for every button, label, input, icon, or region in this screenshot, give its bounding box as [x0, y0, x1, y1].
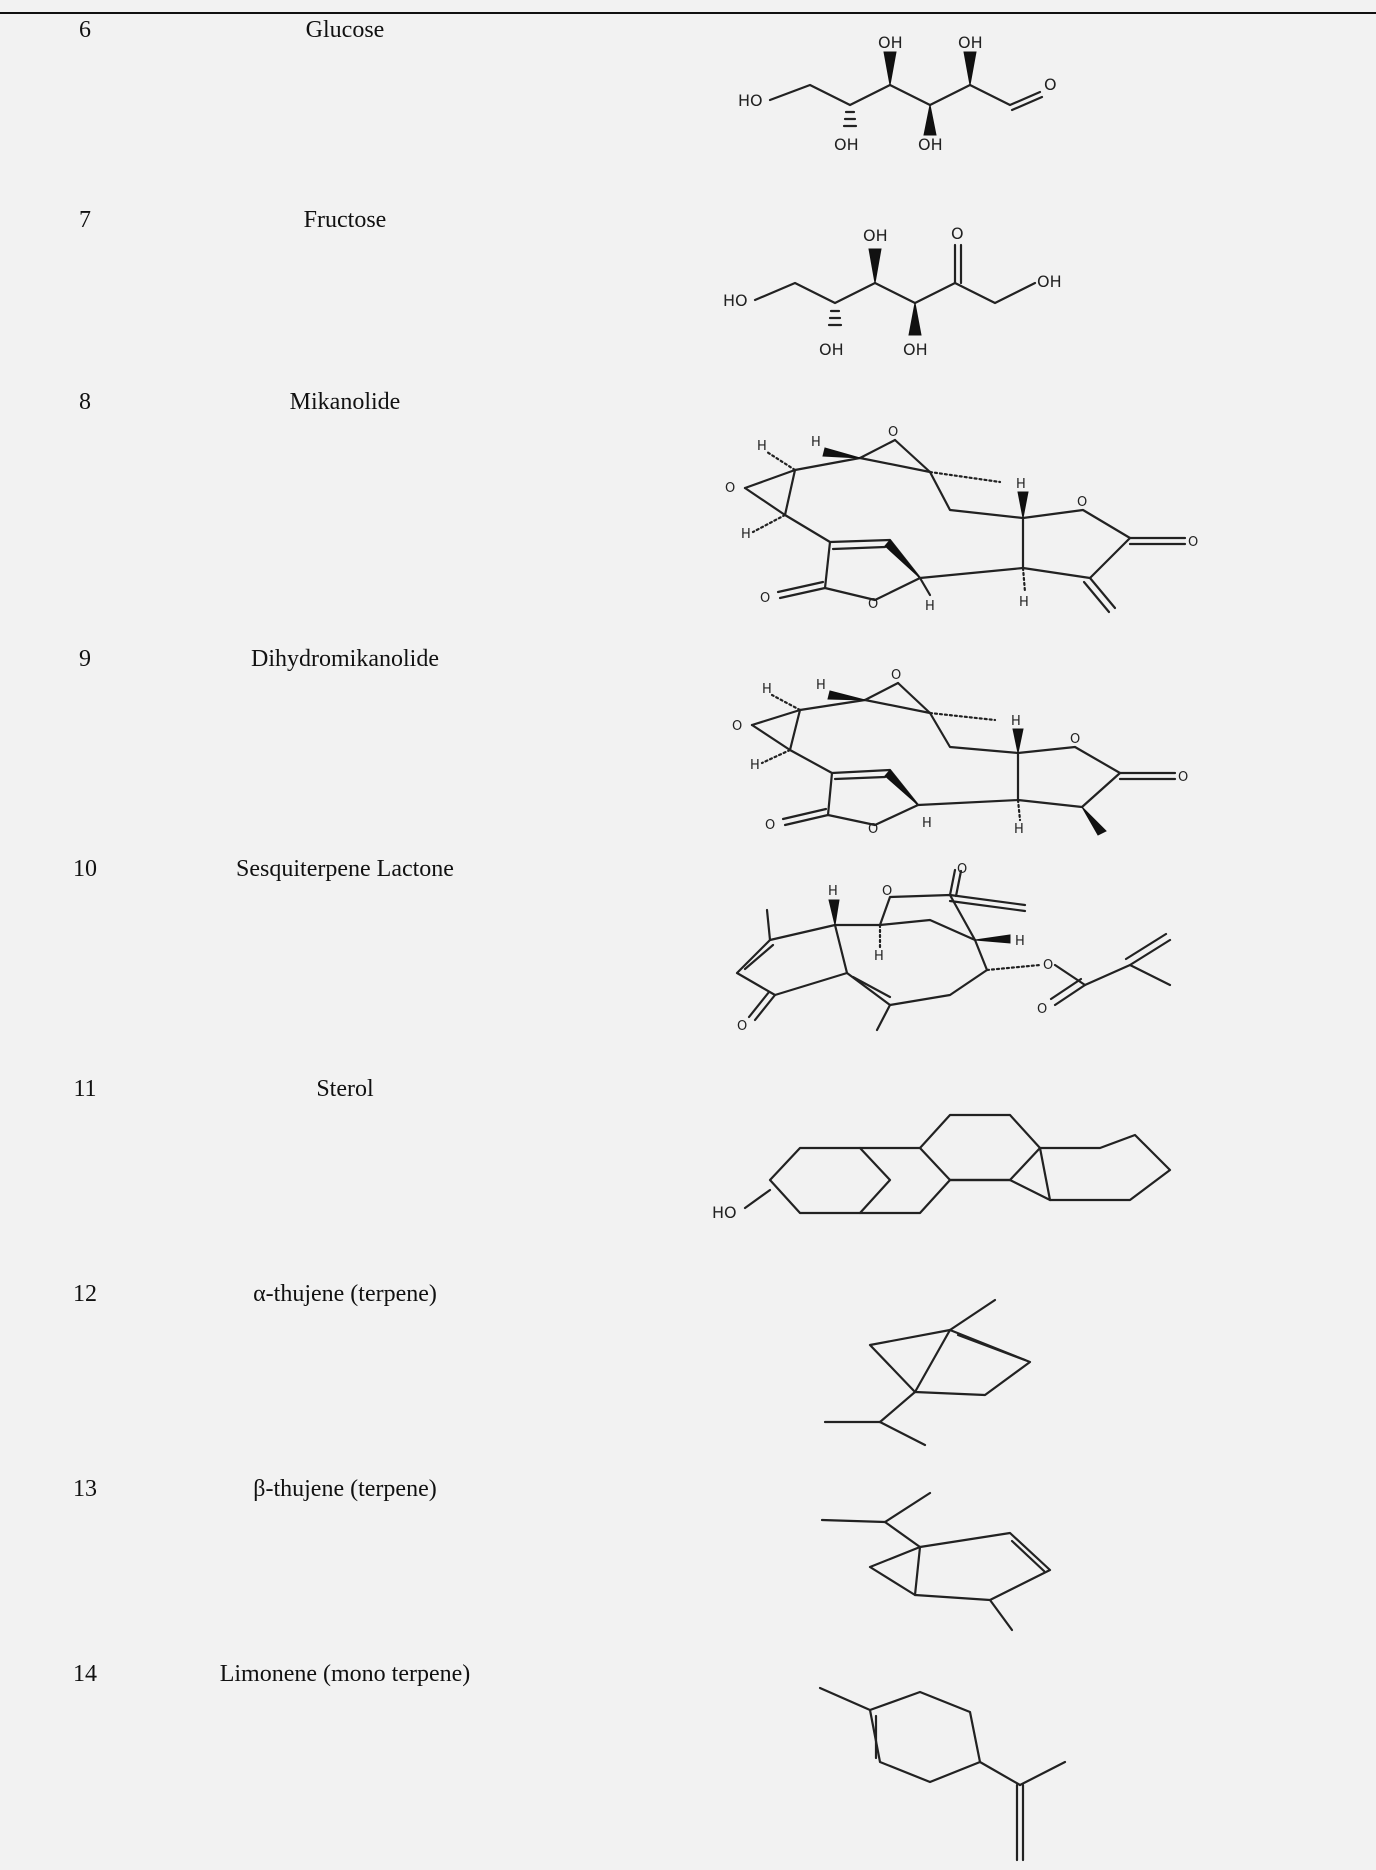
atom-label: H [816, 678, 826, 693]
atom-label: H [828, 884, 838, 899]
atom-label: H [750, 758, 760, 773]
atom-label: H [1019, 595, 1029, 610]
compound-number: 12 [73, 1281, 97, 1307]
atom-label: HO [723, 291, 748, 310]
compound-name: β-thujene (terpene) [253, 1476, 437, 1502]
mikanolide-structure: O H O H H O O H O O H H [725, 425, 1198, 614]
atom-label: O [732, 719, 742, 734]
atom-label: OH [958, 33, 983, 52]
atom-label: O [868, 597, 878, 612]
atom-label: H [741, 527, 751, 542]
compound-name: α-thujene (terpene) [253, 1281, 437, 1307]
compound-name: Sterol [316, 1076, 374, 1102]
atom-label: O [760, 591, 770, 606]
atom-label: O [1037, 1002, 1047, 1017]
atom-label: O [882, 884, 892, 899]
atom-label: O [1077, 495, 1087, 510]
limonene-structure [818, 1686, 1067, 1862]
atom-label: OH [863, 226, 888, 245]
atom-label: O [765, 818, 775, 833]
atom-label: OH [903, 340, 928, 359]
compound-number: 14 [73, 1661, 97, 1687]
atom-label: H [757, 439, 767, 454]
atom-label: O [1188, 535, 1198, 550]
atom-label: O [888, 425, 898, 440]
atom-label: O [868, 822, 878, 837]
compound-number: 8 [79, 389, 91, 415]
atom-label: O [1044, 75, 1057, 94]
atom-label: O [725, 481, 735, 496]
atom-label: O [951, 224, 964, 243]
compound-name: Dihydromikanolide [251, 646, 439, 672]
atom-label: H [1016, 477, 1026, 492]
atom-label: OH [878, 33, 903, 52]
alpha-thujene-structure [823, 1298, 1032, 1447]
compound-number: 11 [73, 1076, 97, 1102]
atom-label: OH [819, 340, 844, 359]
atom-label: O [957, 862, 967, 877]
compound-name: Glucose [305, 17, 385, 43]
sterol-structure: HO [712, 1113, 1172, 1222]
atom-label: H [925, 599, 935, 614]
atom-label: O [1043, 958, 1053, 973]
atom-label: OH [1037, 272, 1062, 291]
compound-name: Fructose [303, 207, 387, 233]
sesquiterpene-lactone-structure: O O O H H H O O [735, 862, 1172, 1034]
fructose-structure: HO O OH OH OH OH [723, 224, 1062, 359]
atom-label: O [891, 668, 901, 683]
atom-label: HO [712, 1203, 737, 1222]
atom-label: H [811, 435, 821, 450]
beta-thujene-structure [820, 1491, 1052, 1632]
dihydromikanolide-structure: O H O H H O O H O O H H [732, 668, 1188, 837]
atom-label: H [762, 682, 772, 697]
atom-label: H [922, 816, 932, 831]
atom-label: O [1070, 732, 1080, 747]
atom-label: H [1011, 714, 1021, 729]
atom-label: H [874, 949, 884, 964]
compound-number: 10 [73, 856, 97, 882]
atom-label: O [1178, 770, 1188, 785]
compound-number: 6 [79, 17, 91, 43]
compound-number: 13 [73, 1476, 97, 1502]
compound-number: 9 [79, 646, 91, 672]
atom-label: H [1015, 934, 1025, 949]
atom-label: OH [834, 135, 859, 154]
compound-name: Sesquiterpene Lactone [236, 856, 454, 882]
compound-name: Mikanolide [289, 389, 401, 415]
compound-number: 7 [79, 207, 91, 233]
compound-name: Limonene (mono terpene) [219, 1661, 471, 1687]
atom-label: H [1014, 822, 1024, 837]
atom-label: OH [918, 135, 943, 154]
atom-label: O [737, 1019, 747, 1034]
atom-label: HO [738, 91, 763, 110]
table-top-rule [0, 12, 1376, 14]
glucose-structure: HO O OH OH OH OH [738, 33, 1057, 154]
